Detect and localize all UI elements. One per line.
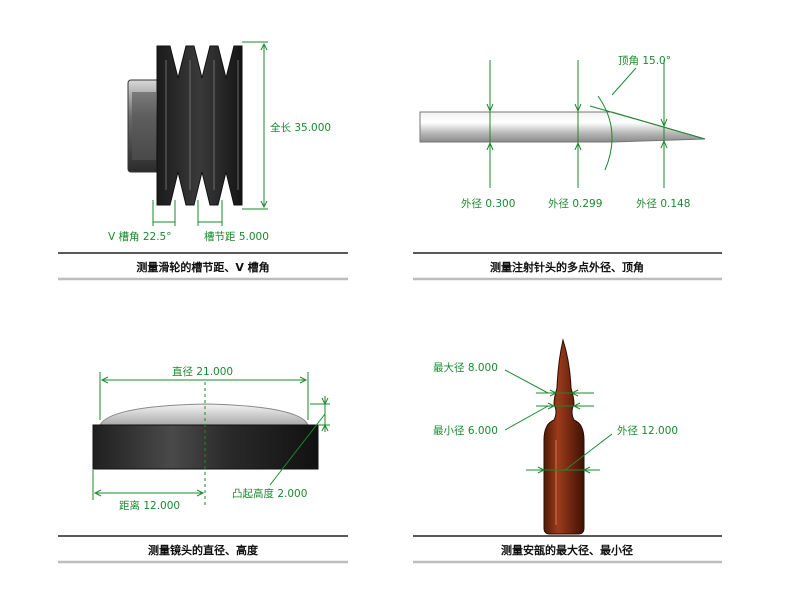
ampoule-od: 外径 12.000 — [617, 424, 678, 437]
needle-od-3: 外径 0.148 — [636, 197, 690, 210]
ampoule-dimensions — [504, 369, 613, 474]
ampoule-min-d: 最小径 6.000 — [433, 424, 498, 437]
needle-panel: 顶角 15.0° 外径 0.300 外径 0.299 外径 0.148 测量注射… — [413, 55, 722, 281]
pulley-caption: 测量滑轮的槽节距、V 槽角 — [136, 260, 269, 274]
ampoule-caption: 测量安瓿的最大径、最小径 — [501, 543, 633, 557]
pulley-hub-inner — [132, 92, 156, 160]
lens-diameter: 直径 21.000 — [172, 365, 233, 378]
pulley-length-dimension — [242, 41, 268, 210]
needle-od-2: 外径 0.299 — [548, 197, 602, 210]
lens-distance: 距离 12.000 — [119, 499, 180, 512]
needle-od-1: 外径 0.300 — [461, 197, 515, 210]
ampoule-body — [543, 338, 585, 535]
lens-dome — [99, 403, 309, 426]
pulley-highlights — [165, 60, 239, 190]
needle-caption: 测量注射针头的多点外径、顶角 — [490, 260, 644, 274]
pulley-total-length: 全长 35.000 — [270, 121, 331, 134]
lens-caption: 测量镜头的直径、高度 — [148, 543, 259, 557]
pulley-panel: 全长 35.000 V 槽角 22.5° 槽节距 5.000 测量滑轮的槽节距、… — [58, 41, 348, 281]
pulley-bottom-dimensions — [152, 200, 223, 226]
ampoule-panel: 最大径 8.000 最小径 6.000 外径 12.000 测量安瓿的最大径、最… — [413, 338, 722, 564]
pulley-pitch: 槽节距 5.000 — [204, 231, 269, 243]
pulley-v-angle: V 槽角 22.5° — [108, 231, 172, 243]
needle-tip-angle: 顶角 15.0° — [618, 55, 671, 67]
ampoule-max-d: 最大径 8.000 — [433, 361, 498, 374]
pulley-body — [156, 45, 243, 206]
lens-panel: 直径 21.000 距离 12.000 凸起高度 2.000 测量镜头的直径、高… — [58, 365, 348, 564]
needle-measure-lines — [486, 60, 706, 188]
needle-shaft — [419, 111, 706, 143]
lens-height: 凸起高度 2.000 — [232, 487, 307, 500]
lens-diameter-dimension — [92, 372, 330, 500]
